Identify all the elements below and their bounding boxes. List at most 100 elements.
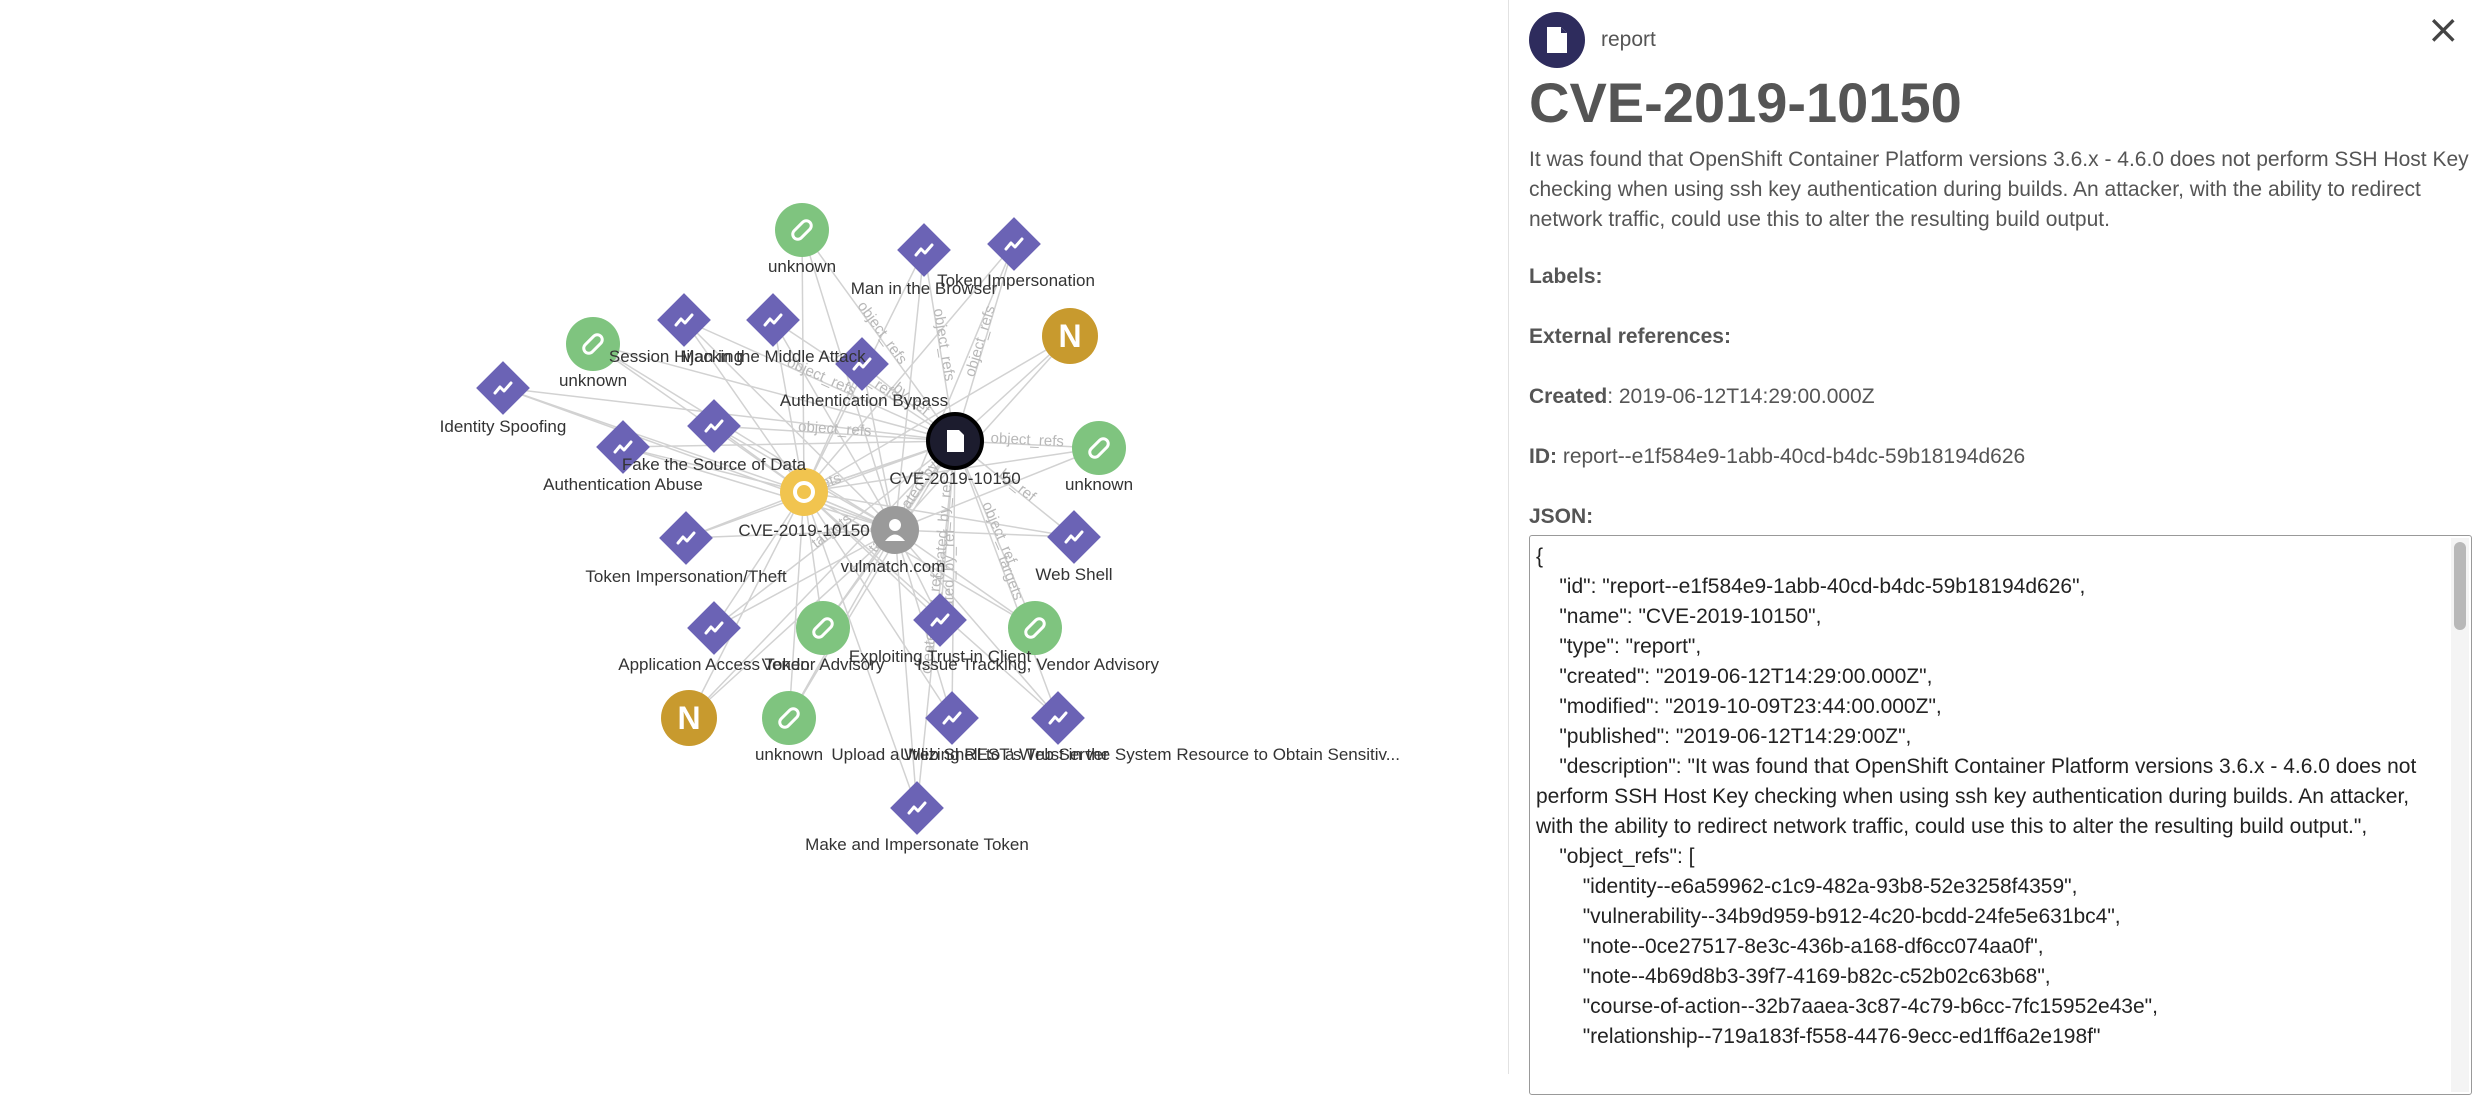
graph-edge xyxy=(788,440,956,719)
node-label: CVE-2019-10150 xyxy=(738,521,869,540)
node-identity[interactable] xyxy=(871,506,919,554)
edge-label: object_refs xyxy=(962,304,999,379)
node-label: unknown xyxy=(559,371,627,390)
graph-edge xyxy=(688,440,956,719)
node-label: Fake the Source of Data xyxy=(622,455,807,474)
graph-edge xyxy=(894,529,1036,629)
node-note[interactable]: N xyxy=(661,690,717,746)
labels-label: Labels: xyxy=(1529,265,1603,288)
graph-edge xyxy=(858,362,896,531)
node-attack-pattern[interactable] xyxy=(687,601,741,655)
created-label: Created xyxy=(1529,385,1608,408)
graph-edge xyxy=(954,440,1060,719)
node-label: vulmatch.com xyxy=(841,557,946,576)
node-label: Vendor Advisory xyxy=(762,655,885,674)
graph-edge xyxy=(683,319,896,531)
graph-edge xyxy=(684,529,896,543)
node-label: unknown xyxy=(1065,475,1133,494)
node-label: Issue Tracking, Vendor Advisory xyxy=(917,655,1159,674)
graph-edge xyxy=(712,421,956,442)
graph-edge xyxy=(920,248,956,442)
node-label: Man in the Browser xyxy=(851,279,998,298)
report-icon xyxy=(1529,12,1585,68)
graph-edge xyxy=(803,243,1015,493)
graph-edge xyxy=(591,341,956,442)
entity-title: CVE-2019-10150 xyxy=(1529,71,1962,134)
node-indicator[interactable] xyxy=(1072,421,1126,475)
node-attack-pattern[interactable] xyxy=(1031,691,1085,745)
edge-label: object_refs xyxy=(990,430,1064,451)
node-label: Application Access Token xyxy=(618,655,810,674)
entity-type-label: report xyxy=(1601,28,1656,51)
node-attack-pattern[interactable] xyxy=(1047,510,1101,564)
graph-edge xyxy=(502,386,805,493)
node-label: Session Hijacking xyxy=(609,347,743,366)
json-scrollbar-thumb[interactable] xyxy=(2454,542,2466,630)
node-indicator[interactable] xyxy=(1008,601,1062,655)
node-label: Exploiting Trust in Client xyxy=(849,647,1032,666)
node-label: Identity Spoofing xyxy=(440,417,567,436)
graph-edge xyxy=(894,529,1076,542)
node-attack-pattern[interactable] xyxy=(890,781,944,835)
labels-field: Labels: xyxy=(1529,265,1603,289)
graph-edge xyxy=(683,319,956,442)
node-indicator[interactable] xyxy=(566,317,620,371)
id-label: ID: xyxy=(1529,445,1557,468)
node-label: Token Impersonation/Theft xyxy=(585,567,787,586)
entity-description: It was found that OpenShift Container Pl… xyxy=(1529,148,2469,231)
graph-edge xyxy=(621,444,896,531)
node-vulnerability[interactable] xyxy=(780,468,828,516)
node-attack-pattern[interactable] xyxy=(746,293,800,347)
graph-edge xyxy=(621,444,805,493)
node-label: Web Shell xyxy=(1035,565,1112,584)
graph-edges xyxy=(501,228,1101,810)
node-attack-pattern[interactable] xyxy=(659,511,713,565)
graph-edge xyxy=(946,440,958,720)
graph-edge xyxy=(803,491,919,809)
node-label: Upload a Web Shell to a Web Server xyxy=(831,745,1109,764)
json-viewer[interactable]: { "id": "report--e1f584e9-1abb-40cd-b4dc… xyxy=(1529,535,2472,1095)
node-attack-pattern[interactable] xyxy=(987,217,1041,271)
id-value: report--e1f584e9-1abb-40cd-b4dc-59b18194… xyxy=(1557,445,2026,468)
edge-label: object_refs xyxy=(798,418,872,440)
graph-edge xyxy=(688,529,896,719)
node-attack-pattern[interactable] xyxy=(897,223,951,277)
created-field: Created: 2019-06-12T14:29:00.000Z xyxy=(1529,385,1875,409)
json-content[interactable]: { "id": "report--e1f584e9-1abb-40cd-b4dc… xyxy=(1536,545,2417,1048)
external-references-label: External references: xyxy=(1529,325,1731,348)
node-label: Authentication Abuse xyxy=(543,475,703,494)
edge-label: object_refs xyxy=(930,307,959,382)
graph-edge xyxy=(683,319,805,493)
node-indicator[interactable] xyxy=(775,203,829,257)
graph-edge xyxy=(894,529,1059,719)
graph-edge xyxy=(803,491,941,621)
graph-edge xyxy=(801,229,956,442)
graph-edge xyxy=(713,491,805,629)
note-glyph: N xyxy=(677,700,700,736)
node-report[interactable] xyxy=(926,412,984,470)
node-attack-pattern[interactable] xyxy=(925,691,979,745)
graph-edge xyxy=(769,318,805,493)
graph-edge xyxy=(803,491,953,719)
graph-edge xyxy=(688,491,805,719)
graph-nodes[interactable]: NN xyxy=(476,203,1126,835)
close-button[interactable]: × xyxy=(2426,7,2460,53)
json-scrollbar[interactable] xyxy=(2451,538,2469,1092)
json-label: JSON: xyxy=(1529,505,1594,528)
graph-edge xyxy=(621,440,956,453)
node-indicator[interactable] xyxy=(796,601,850,655)
node-note[interactable]: N xyxy=(1042,308,1098,364)
detail-panel: report × CVE-2019-10150 It was found tha… xyxy=(1508,0,2490,1095)
created-value: : 2019-06-12T14:29:00.000Z xyxy=(1607,385,1875,408)
node-attack-pattern[interactable] xyxy=(476,361,530,415)
node-label: Authentication Bypass xyxy=(780,391,948,410)
node-indicator[interactable] xyxy=(762,691,816,745)
graph-edge xyxy=(954,440,1037,629)
node-label: Man in the Middle Attack xyxy=(680,347,866,366)
graph-edge xyxy=(713,440,956,629)
node-label: CVE-2019-10150 xyxy=(889,469,1020,488)
graph-edge xyxy=(803,491,1076,541)
